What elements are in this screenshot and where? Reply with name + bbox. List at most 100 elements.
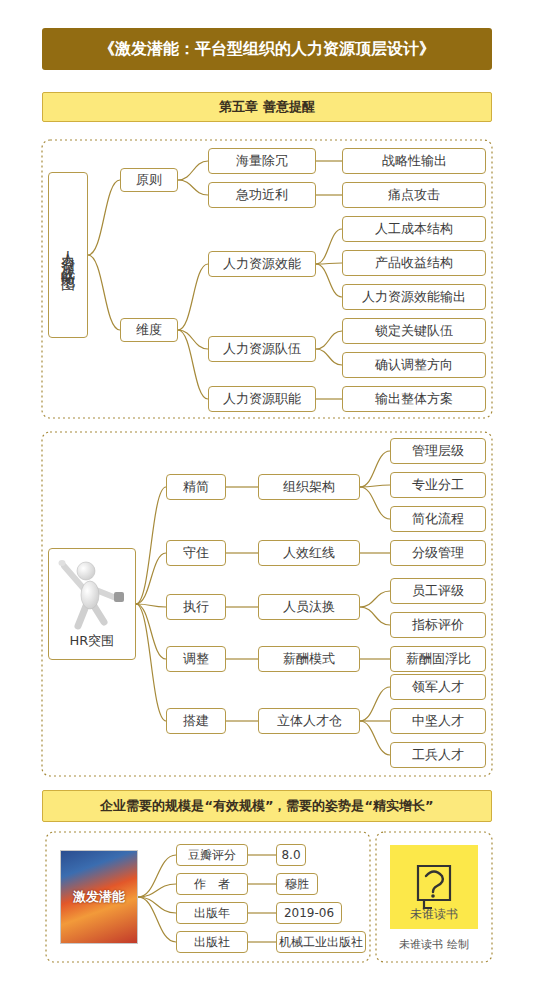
- branch-connector: [226, 486, 258, 487]
- node-text: 锁定关键队伍: [375, 323, 453, 339]
- node-text: 2019-06: [284, 906, 334, 920]
- branch-connector: [226, 720, 258, 721]
- branch-connector: [316, 398, 342, 399]
- topic-box: 痛点攻击: [342, 182, 486, 208]
- topic-box: 简化流程: [390, 506, 486, 532]
- node-text: 豆瓣评分: [188, 848, 236, 862]
- branch-connector: [248, 883, 276, 884]
- node-text: 人力资源战略地图: [60, 239, 77, 271]
- branch-connector: [360, 451, 390, 487]
- node-text: 搭建: [183, 713, 209, 729]
- node-text: 精简: [183, 479, 209, 495]
- node-text: 痛点攻击: [388, 187, 440, 203]
- topic-box: 人员汰换: [258, 594, 360, 620]
- node-text: 未谁读书: [410, 907, 458, 921]
- title-text: 《激发潜能：平台型组织的人力资源顶层设计》: [99, 39, 435, 60]
- branch-connector: [248, 854, 276, 855]
- node-text: 人效红线: [283, 545, 335, 561]
- node-text: 战略性输出: [382, 153, 447, 169]
- branch-connector: [226, 552, 258, 553]
- topic-box: 中坚人才: [390, 708, 486, 734]
- topic-box: 人力资源职能: [208, 386, 316, 412]
- node-text: 作 者: [194, 877, 230, 891]
- info-box: 机械工业出版社: [276, 931, 366, 953]
- credit-label: 未谁读书 绘制: [376, 937, 492, 952]
- title-band: 《激发潜能：平台型组织的人力资源顶层设计》: [42, 28, 492, 70]
- info-box: 2019-06: [276, 902, 342, 924]
- text-band: 企业需要的规模是“有效规模”，需要的姿势是“精实增长”: [42, 790, 492, 822]
- node-text: 激发潜能: [73, 889, 125, 905]
- node-text: 简化流程: [412, 511, 464, 527]
- branch-connector: [360, 658, 390, 659]
- node-text: 人力资源职能: [223, 391, 301, 407]
- topic-box: 锁定关键队伍: [342, 318, 486, 344]
- branch-connector: [136, 487, 166, 604]
- info-box: 穆胜: [276, 873, 318, 895]
- node-text: 员工评级: [412, 583, 464, 599]
- topic-box: 人力资源队伍: [208, 336, 316, 362]
- topic-box: 人效红线: [258, 540, 360, 566]
- topic-box: 薪酬模式: [258, 646, 360, 672]
- section-frame: [42, 432, 492, 776]
- node-text: 维度: [136, 322, 162, 338]
- branch-connector: [136, 604, 166, 721]
- branch-connector: [360, 721, 390, 755]
- topic-box: 专业分工: [390, 472, 486, 498]
- topic-box: 工兵人才: [390, 742, 486, 768]
- node-text: 组织架构: [283, 479, 335, 495]
- node-text: 出版年: [194, 906, 230, 920]
- topic-box: 员工评级: [390, 578, 486, 604]
- node-text: 立体人才仓: [277, 713, 342, 729]
- branch-connector: [316, 331, 342, 349]
- branch-connector: [138, 897, 176, 942]
- info-box: 出版年: [176, 902, 248, 924]
- node-text: 机械工业出版社: [279, 935, 363, 949]
- book-cover: 激发潜能: [60, 850, 138, 944]
- topic-box: 人力资源效能输出: [342, 284, 486, 310]
- node-text: 人力资源队伍: [223, 341, 301, 357]
- topic-box: 急功近利: [208, 182, 316, 208]
- topic-box: 海量除冗: [208, 148, 316, 174]
- branch-connector: [178, 180, 208, 195]
- section-frame: [42, 140, 492, 418]
- node-text: 8.0: [281, 848, 300, 862]
- branch-connector: [316, 349, 342, 365]
- node-text: 第五章 善意提醒: [219, 99, 315, 115]
- topic-box: 维度: [120, 318, 178, 342]
- topic-box: 战略性输出: [342, 148, 486, 174]
- info-box: 8.0: [276, 844, 306, 866]
- info-box: 出版社: [176, 931, 248, 953]
- topic-box: 指标评价: [390, 612, 486, 638]
- branch-connector: [316, 264, 342, 297]
- branch-connector: [316, 160, 342, 161]
- branch-connector: [248, 912, 276, 913]
- text-band: 第五章 善意提醒: [42, 92, 492, 122]
- info-box: 豆瓣评分: [176, 844, 248, 866]
- branch-connector: [226, 606, 258, 607]
- node-text: 分级管理: [412, 545, 464, 561]
- branch-connector: [178, 161, 208, 180]
- topic-box: 薪酬固浮比: [390, 646, 486, 672]
- node-text: HR突围: [70, 633, 115, 649]
- node-text: 穆胜: [285, 877, 309, 891]
- branch-connector: [360, 720, 390, 721]
- topic-box: 人力资源效能: [208, 251, 316, 277]
- node-text: 人力资源效能输出: [362, 289, 466, 305]
- branch-connector: [360, 687, 390, 721]
- root-box: 人力资源战略地图: [48, 172, 88, 338]
- node-text: 确认调整方向: [375, 357, 453, 373]
- branch-connector: [248, 941, 276, 942]
- topic-box: 输出整体方案: [342, 386, 486, 412]
- node-text: 原则: [136, 172, 162, 188]
- topic-box: 组织架构: [258, 474, 360, 500]
- node-text: 守住: [183, 545, 209, 561]
- node-text: 调整: [183, 651, 209, 667]
- branch-connector: [316, 263, 342, 264]
- node-text: 指标评价: [412, 617, 464, 633]
- topic-box: 产品收益结构: [342, 250, 486, 276]
- node-text: 人工成本结构: [375, 221, 453, 237]
- topic-box: 调整: [166, 646, 226, 672]
- branch-connector: [360, 552, 390, 553]
- topic-box: 管理层级: [390, 438, 486, 464]
